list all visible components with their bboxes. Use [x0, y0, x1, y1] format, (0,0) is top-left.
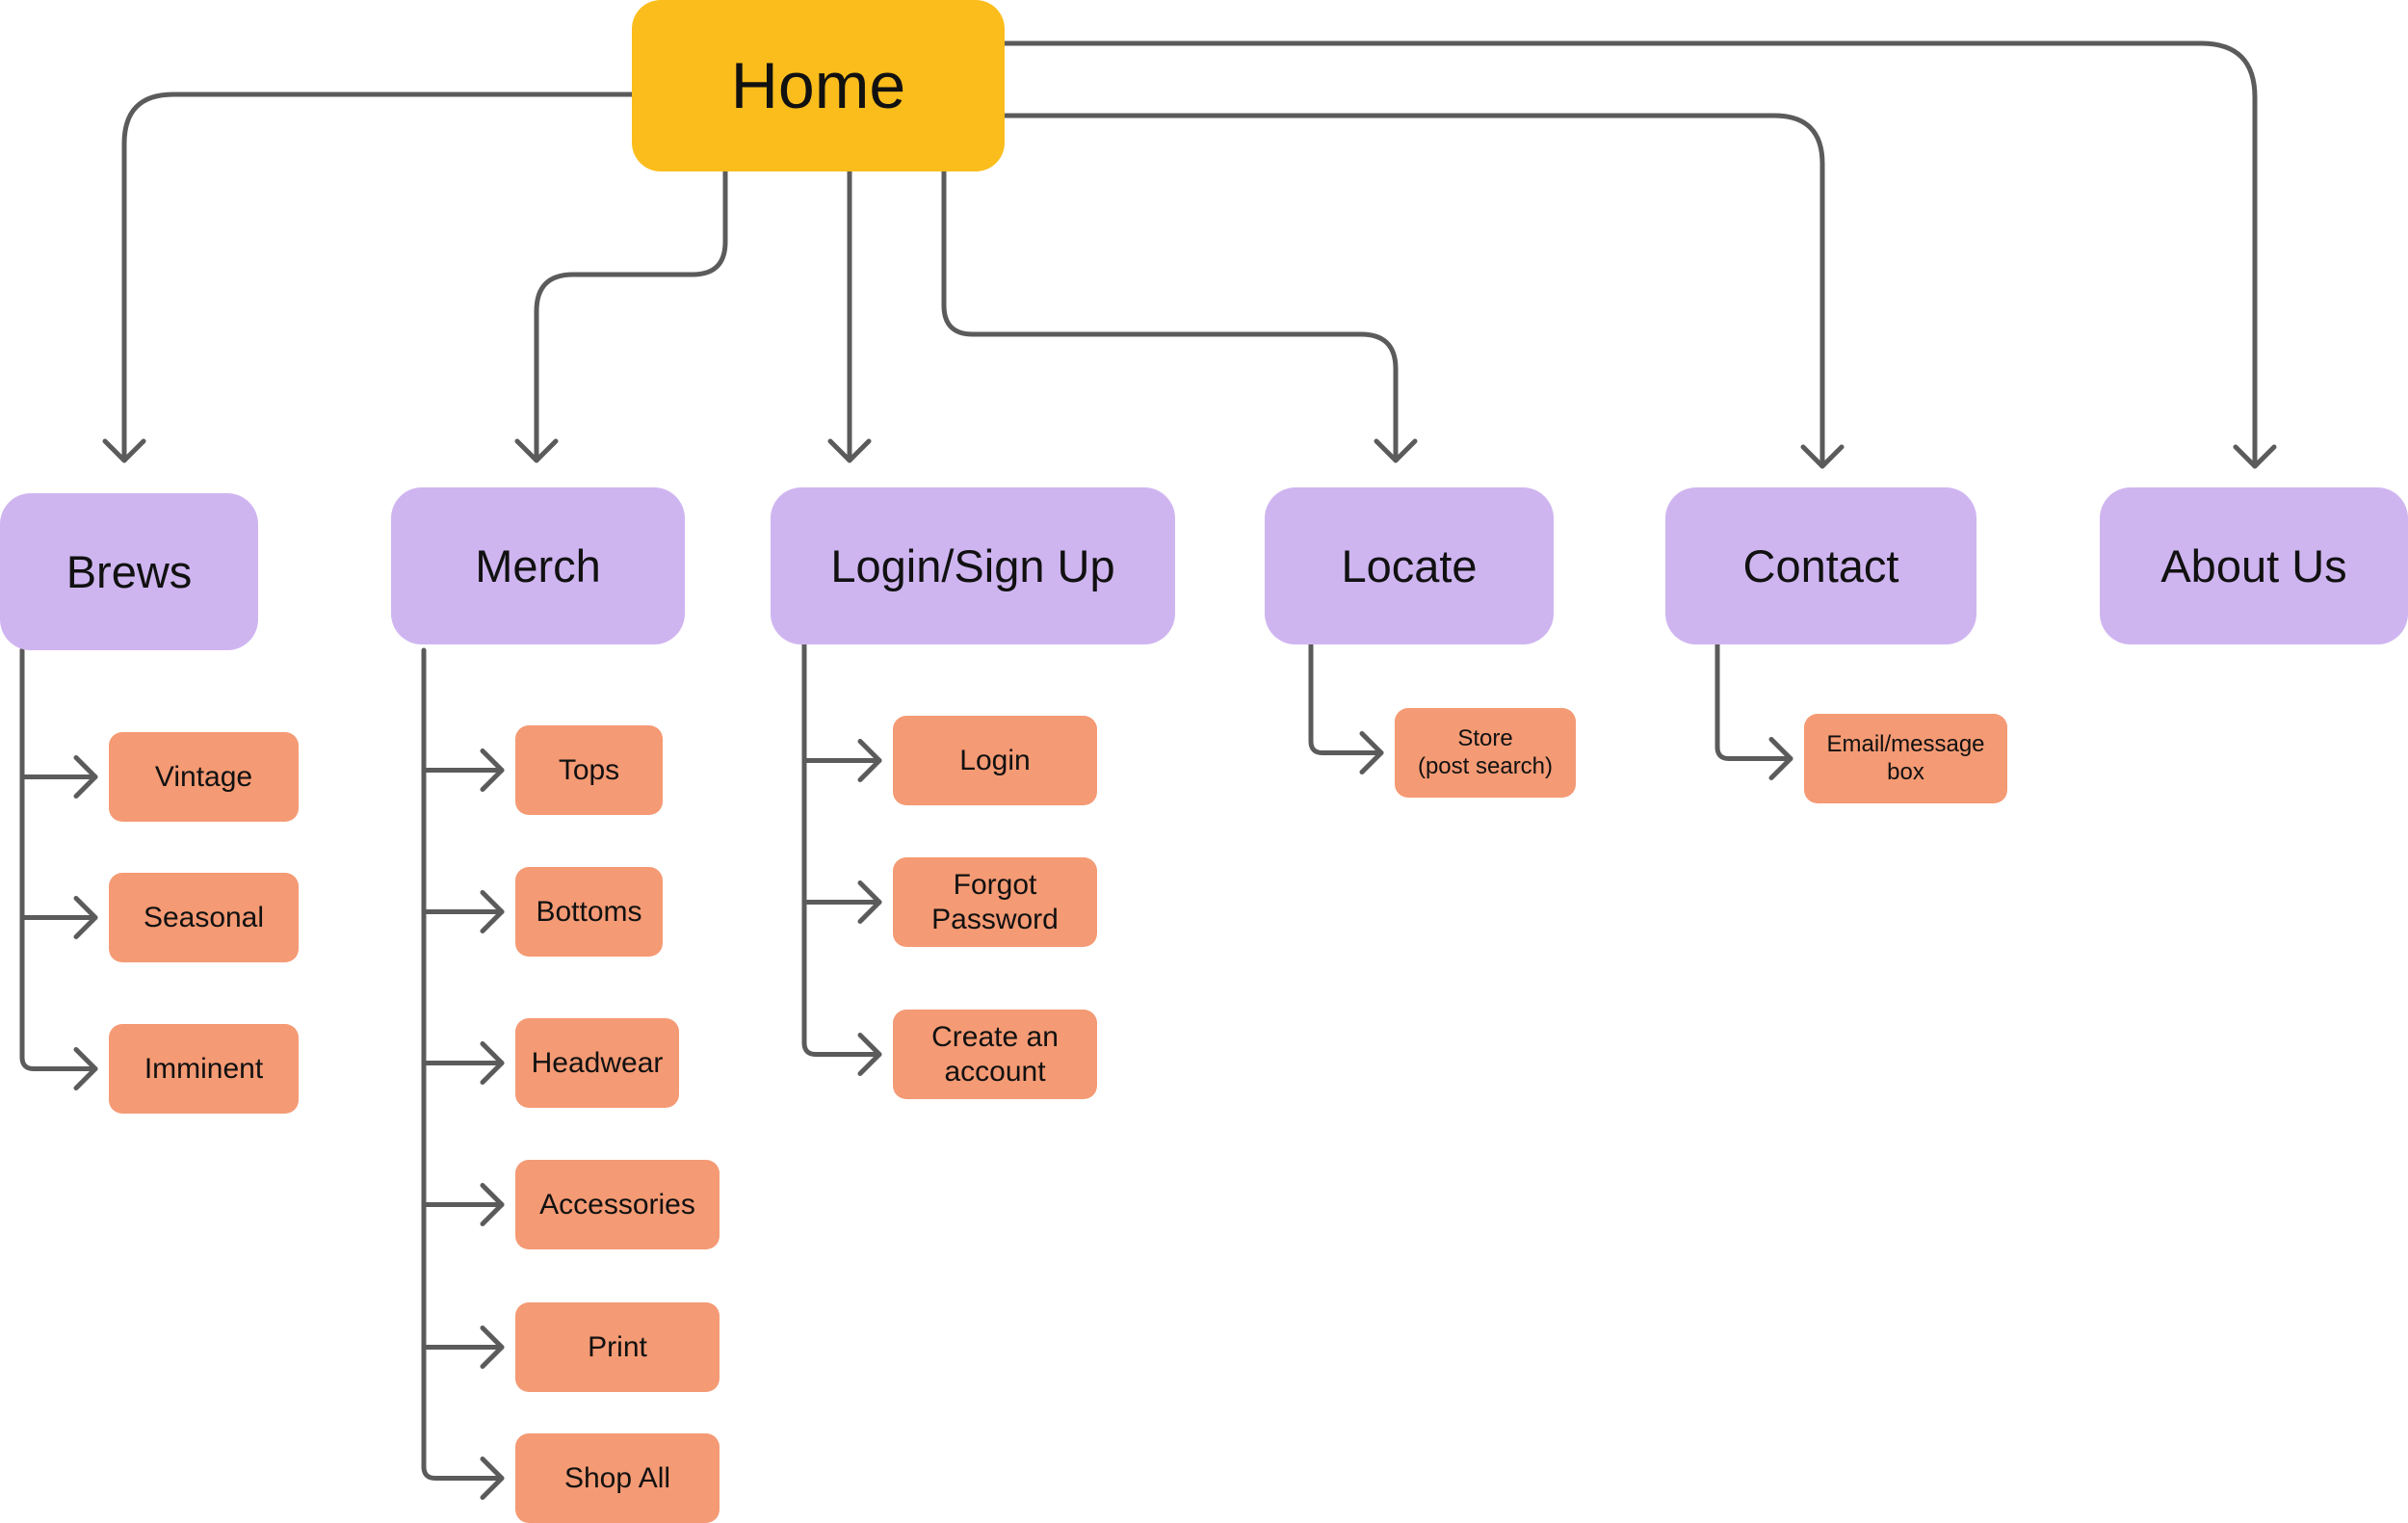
arrowhead-brews-2 [73, 1047, 98, 1090]
section-node-label: Brews [65, 545, 193, 597]
page-node-headwear: Headwear [515, 1018, 679, 1108]
section-node-contact: Contact [1665, 487, 1976, 644]
section-node-label: Contact [1742, 539, 1899, 591]
section-node-brews: Brews [0, 493, 258, 650]
tree-branch-merch-5 [421, 1464, 505, 1481]
root-node-label: Home [730, 48, 906, 122]
arrowhead-login-sign-up-0 [857, 739, 882, 782]
section-node-merch: Merch [391, 487, 685, 644]
section-node-label: About Us [2160, 539, 2347, 591]
page-node-label: Forgot Password [931, 869, 1059, 935]
page-node-label: Create an account [931, 1021, 1059, 1088]
page-node-accessories: Accessories [515, 1160, 720, 1249]
root-node-home: Home [632, 0, 1005, 171]
section-node-about-us: About Us [2100, 487, 2408, 644]
page-node-email-message-box: Email/message box [1804, 714, 2007, 803]
page-node-label: Email/message box [1826, 731, 1985, 785]
tree-branch-locate-0 [1308, 739, 1384, 755]
page-node-create-account: Create an account [893, 1010, 1097, 1099]
section-node-label: Merch [475, 539, 601, 591]
page-node-store: Store (post search) [1395, 708, 1576, 798]
tree-branch-contact-0 [1714, 745, 1793, 761]
connector-home-locate [941, 169, 1399, 463]
page-node-label: Bottoms [536, 895, 642, 928]
page-node-label: Vintage [154, 760, 253, 793]
page-node-label: Seasonal [143, 901, 265, 933]
page-node-vintage: Vintage [109, 732, 299, 822]
arrowhead-login-sign-up [827, 438, 872, 463]
page-node-seasonal: Seasonal [109, 873, 299, 962]
arrowhead-merch-0 [480, 748, 505, 792]
page-node-tops: Tops [515, 725, 663, 815]
page-node-imminent: Imminent [109, 1024, 299, 1114]
arrowhead-merch-4 [480, 1326, 505, 1369]
page-node-label: Headwear [531, 1046, 664, 1079]
arrowhead-login-sign-up-2 [857, 1033, 882, 1076]
arrowhead-locate-0 [1359, 731, 1384, 775]
page-node-label: Login [959, 744, 1031, 776]
arrowhead-brews-0 [73, 755, 98, 799]
page-node-label: Print [588, 1330, 647, 1363]
section-node-locate: Locate [1265, 487, 1554, 644]
arrowhead-merch-3 [480, 1183, 505, 1226]
arrowhead-contact [1800, 444, 1845, 469]
arrowhead-about-us [2233, 444, 2277, 469]
page-node-label: Store (post search) [1417, 725, 1554, 779]
section-node-login-sign-up: Login/Sign Up [771, 487, 1175, 644]
arrowhead-contact-0 [1768, 737, 1793, 780]
arrowhead-locate [1374, 438, 1418, 463]
tree-branch-login-sign-up-2 [801, 1040, 882, 1057]
page-node-forgot-password: Forgot Password [893, 857, 1097, 947]
arrowhead-merch-5 [480, 1457, 505, 1500]
arrowhead-merch-2 [480, 1041, 505, 1085]
connector-home-about-us [1002, 40, 2258, 469]
page-node-label: Tops [558, 753, 620, 786]
arrowhead-merch [514, 438, 559, 463]
connector-home-merch [534, 169, 728, 463]
page-node-label: Shop All [563, 1461, 671, 1494]
arrowhead-brews [102, 438, 146, 463]
page-node-bottoms: Bottoms [515, 867, 663, 957]
page-node-login: Login [893, 716, 1097, 805]
page-node-label: Imminent [144, 1052, 264, 1085]
tree-branch-brews-2 [19, 1055, 98, 1071]
arrowhead-merch-1 [480, 890, 505, 933]
page-node-label: Accessories [539, 1188, 695, 1221]
section-node-label: Login/Sign Up [830, 539, 1115, 591]
connector-home-contact [1002, 113, 1825, 469]
arrowhead-brews-1 [73, 896, 98, 939]
page-node-print: Print [515, 1302, 720, 1392]
arrowhead-login-sign-up-1 [857, 880, 882, 924]
page-node-shop-all: Shop All [515, 1433, 720, 1523]
connector-home-brews [121, 92, 635, 463]
section-node-label: Locate [1341, 539, 1478, 591]
